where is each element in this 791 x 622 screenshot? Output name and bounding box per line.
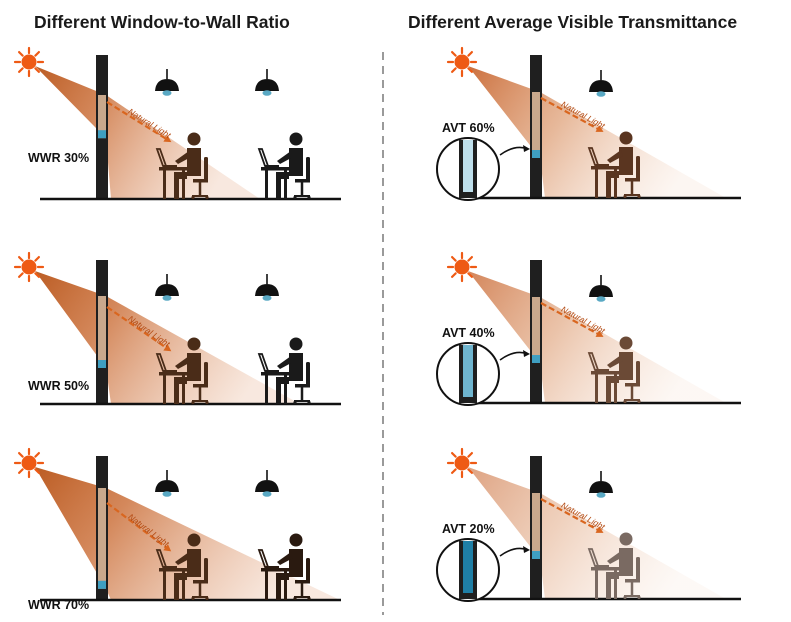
person-at-desk-icon xyxy=(155,533,209,601)
pendant-lamp-icon xyxy=(155,470,179,497)
sun-icon xyxy=(446,46,478,78)
magnifier-icon xyxy=(436,137,500,201)
sun-icon xyxy=(13,46,45,78)
window-glazing xyxy=(532,92,540,158)
pendant-lamp-icon xyxy=(589,70,613,97)
chair-icon xyxy=(191,157,209,200)
avt-label: AVT 20% xyxy=(442,522,495,536)
curved-arrow-head xyxy=(523,350,530,357)
laptop-icon xyxy=(257,549,279,568)
curved-arrow-head xyxy=(523,546,530,553)
magnifier-icon xyxy=(436,538,500,602)
glass-pane-tint xyxy=(463,345,473,397)
window-glazing xyxy=(532,297,540,363)
person-at-desk-icon xyxy=(257,533,311,601)
person-at-desk-icon xyxy=(155,337,209,405)
laptop-icon xyxy=(587,352,609,371)
sun-icon xyxy=(13,251,45,283)
person-at-desk-icon xyxy=(257,337,311,405)
avt-label: AVT 60% xyxy=(442,121,495,135)
chair-icon xyxy=(191,362,209,405)
pendant-lamp-icon xyxy=(255,274,279,301)
pendant-lamp-icon xyxy=(155,69,179,96)
wwr-label: WWR 50% xyxy=(28,379,89,393)
laptop-icon xyxy=(257,148,279,167)
window-glazing xyxy=(98,296,106,368)
laptop-icon xyxy=(155,549,177,568)
laptop-icon xyxy=(155,353,177,372)
laptop-icon xyxy=(257,353,279,372)
right-panel-title: Different Average Visible Transmittance xyxy=(408,12,738,32)
sun-icon xyxy=(13,447,45,479)
window-sill xyxy=(98,580,106,589)
laptop-icon xyxy=(155,148,177,167)
window-glazing xyxy=(532,493,540,559)
pendant-lamp-icon xyxy=(155,274,179,301)
wwr-label: WWR 30% xyxy=(28,151,89,165)
glass-pane-tint xyxy=(463,140,473,192)
magnifier-icon xyxy=(436,342,500,406)
laptop-icon xyxy=(587,548,609,567)
chair-icon xyxy=(623,156,641,199)
window-sill xyxy=(532,551,540,559)
pendant-lamp-icon xyxy=(589,471,613,498)
pendant-lamp-icon xyxy=(255,470,279,497)
person-at-desk-icon xyxy=(587,131,641,199)
window-sill xyxy=(98,360,106,368)
chair-icon xyxy=(191,558,209,601)
curved-arrow-head xyxy=(523,145,530,152)
glass-pane-tint xyxy=(463,541,473,593)
person-at-desk-icon xyxy=(587,336,641,404)
left-panel-title: Different Window-to-Wall Ratio xyxy=(34,12,290,32)
person-at-desk-icon xyxy=(587,532,641,600)
pendant-lamp-icon xyxy=(255,69,279,96)
laptop-icon xyxy=(587,147,609,166)
sun-icon xyxy=(446,251,478,283)
chair-icon xyxy=(623,361,641,404)
light-beam xyxy=(35,66,260,199)
wwr-label: WWR 70% xyxy=(28,598,89,612)
window-glazing xyxy=(98,95,106,139)
window-glazing xyxy=(98,488,106,589)
sun-icon xyxy=(446,447,478,479)
chair-icon xyxy=(293,558,311,601)
person-at-desk-icon xyxy=(257,132,311,200)
avt-label: AVT 40% xyxy=(442,326,495,340)
pendant-lamp-icon xyxy=(589,275,613,302)
window-sill xyxy=(532,150,540,158)
chair-icon xyxy=(293,157,311,200)
window-sill xyxy=(532,355,540,363)
person-at-desk-icon xyxy=(155,132,209,200)
light-beam xyxy=(35,467,340,600)
window-sill xyxy=(98,130,106,139)
chair-icon xyxy=(293,362,311,405)
chair-icon xyxy=(623,557,641,600)
